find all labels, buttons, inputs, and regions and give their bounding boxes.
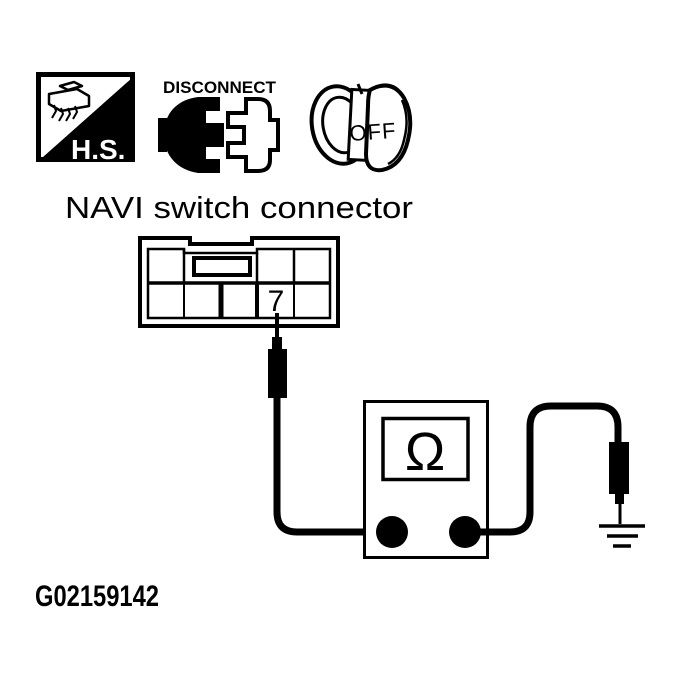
key-slot-tick: [356, 83, 364, 95]
probe-taper: [615, 493, 624, 504]
test-lead-wire: [273, 396, 392, 536]
probe-handle: [609, 442, 629, 494]
ignition-off-icon: OFF: [309, 83, 413, 173]
ohm-symbol: Ω: [405, 422, 445, 482]
connector-key-slot: [192, 256, 252, 277]
left-test-lead: [268, 313, 392, 536]
female-plug-icon: [226, 97, 280, 173]
key-head-edge-line: [387, 99, 408, 166]
ohmmeter: Ω: [363, 400, 489, 559]
connector-pins-icon: [51, 104, 78, 122]
meter-terminal-left: [376, 516, 408, 548]
male-plug-stub-icon: [158, 118, 167, 152]
pin-7-label: 7: [268, 285, 285, 318]
hs-icon: H.S.: [36, 72, 135, 165]
ground-symbol-icon: [599, 524, 645, 548]
key-head-icon: [363, 83, 413, 173]
harness-connector-pictogram-icon: [47, 80, 91, 122]
hs-icon-diagonal-triangle: [43, 78, 132, 157]
diagram-title: NAVI switch connector: [65, 190, 413, 225]
male-plug-icon: [164, 97, 224, 173]
probe-collar: [272, 337, 282, 350]
right-test-lead: [465, 402, 645, 548]
hs-label: H.S.: [71, 134, 125, 165]
meter-display: [381, 416, 470, 482]
disconnect-label: DISCONNECT: [163, 78, 277, 97]
connector-pinout: 7: [138, 236, 340, 328]
probe-handle: [268, 349, 287, 398]
figure-id: G02159142: [35, 580, 159, 613]
ground-lead-wire: [465, 402, 622, 536]
disconnect-icon: DISCONNECT: [158, 78, 280, 173]
ignition-off-label: OFF: [349, 118, 398, 146]
